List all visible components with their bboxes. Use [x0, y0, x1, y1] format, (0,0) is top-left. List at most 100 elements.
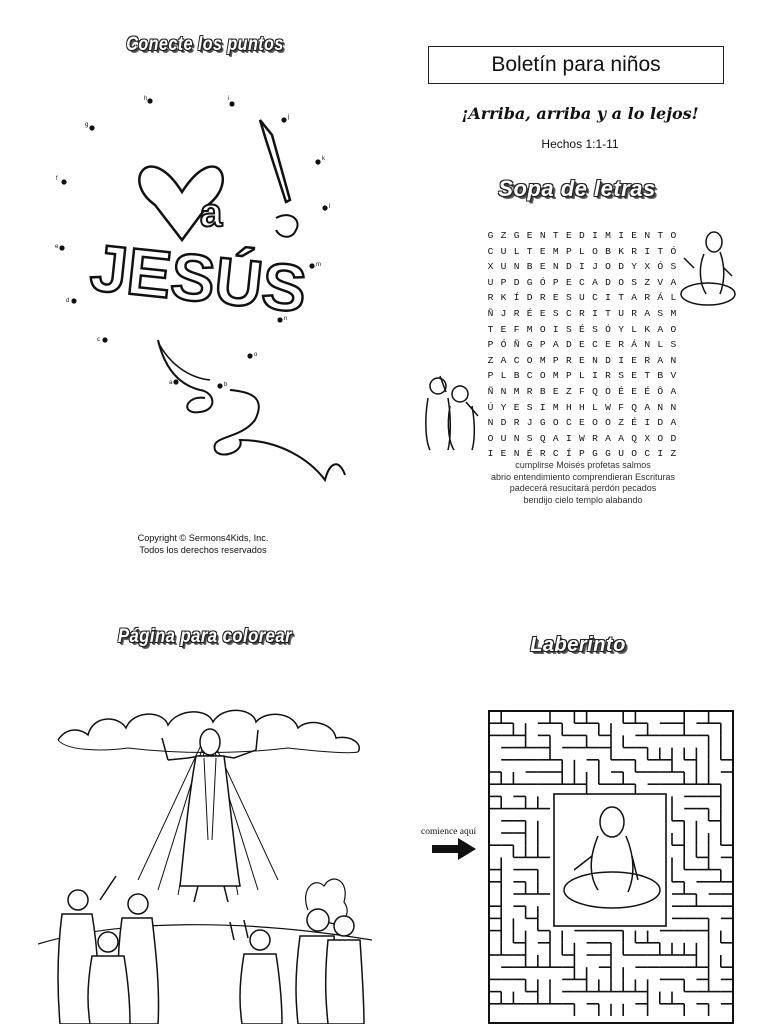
word-search-cell[interactable]: E: [565, 276, 572, 288]
word-search-cell[interactable]: Ú: [487, 401, 494, 413]
word-search-cell[interactable]: D: [565, 339, 572, 351]
word-search-cell[interactable]: A: [644, 401, 651, 413]
word-search-cell[interactable]: Í: [565, 448, 572, 460]
word-search-cell[interactable]: I: [539, 401, 546, 413]
word-search-cell[interactable]: E: [539, 307, 546, 319]
word-search-cell[interactable]: R: [605, 370, 611, 382]
word-search-cell[interactable]: O: [539, 370, 546, 382]
word-search-cell[interactable]: P: [565, 245, 572, 257]
word-search-cell[interactable]: N: [513, 261, 520, 273]
word-search-cell[interactable]: G: [605, 448, 611, 460]
word-search-cell[interactable]: D: [605, 276, 611, 288]
word-search-cell[interactable]: N: [513, 448, 520, 460]
word-search-cell[interactable]: S: [565, 292, 572, 304]
word-search-cell[interactable]: L: [670, 292, 677, 304]
word-search-cell[interactable]: É: [526, 448, 533, 460]
word-search-cell[interactable]: Z: [644, 276, 651, 288]
word-search-cell[interactable]: F: [513, 323, 520, 335]
word-search-cell[interactable]: R: [539, 448, 546, 460]
word-search-cell[interactable]: I: [579, 261, 585, 273]
word-search-cell[interactable]: U: [500, 245, 507, 257]
word-search-cell[interactable]: Ó: [605, 323, 611, 335]
word-search-cell[interactable]: X: [487, 261, 494, 273]
word-search-cell[interactable]: E: [579, 339, 585, 351]
word-search-cell[interactable]: I: [644, 417, 651, 429]
word-search-cell[interactable]: U: [500, 261, 507, 273]
word-search-cell[interactable]: I: [618, 230, 624, 241]
word-search-cell[interactable]: Q: [539, 432, 546, 444]
word-search-cell[interactable]: S: [526, 401, 533, 413]
word-search-cell[interactable]: O: [552, 417, 559, 429]
word-search-cell[interactable]: Q: [592, 385, 598, 397]
word-search-cell[interactable]: P: [565, 370, 572, 382]
word-search-cell[interactable]: P: [539, 339, 546, 351]
word-search-cell[interactable]: R: [579, 307, 585, 319]
word-search-cell[interactable]: A: [670, 385, 677, 397]
word-search-cell[interactable]: A: [644, 307, 651, 319]
word-search-cell[interactable]: U: [500, 432, 507, 444]
word-search-cell[interactable]: S: [670, 339, 677, 351]
word-search-cell[interactable]: S: [631, 276, 638, 288]
word-search-cell[interactable]: Y: [631, 261, 638, 273]
word-search-cell[interactable]: O: [592, 245, 598, 257]
word-search-cell[interactable]: X: [644, 432, 651, 444]
word-search-cell[interactable]: D: [670, 432, 677, 444]
word-search-cell[interactable]: D: [579, 230, 585, 241]
word-search-cell[interactable]: A: [657, 354, 664, 366]
word-search-cell[interactable]: É: [644, 385, 651, 397]
word-search-cell[interactable]: L: [592, 401, 598, 413]
word-search-cell[interactable]: E: [631, 385, 638, 397]
word-search-cell[interactable]: U: [487, 276, 494, 288]
word-search-cell[interactable]: C: [487, 245, 494, 257]
word-search-cell[interactable]: L: [657, 339, 664, 351]
word-search-cell[interactable]: C: [592, 339, 598, 351]
word-search-cell[interactable]: F: [579, 385, 585, 397]
word-search-cell[interactable]: I: [592, 370, 598, 382]
word-search-cell[interactable]: Ó: [539, 276, 546, 288]
word-search-cell[interactable]: G: [539, 417, 546, 429]
word-search-cell[interactable]: T: [552, 230, 559, 241]
word-search-cell[interactable]: N: [670, 354, 677, 366]
word-search-cell[interactable]: J: [500, 307, 507, 319]
word-search-cell[interactable]: N: [539, 230, 546, 241]
word-search-cell[interactable]: R: [592, 432, 598, 444]
word-search-cell[interactable]: Z: [487, 354, 494, 366]
word-search-cell[interactable]: E: [565, 230, 572, 241]
word-search-cell[interactable]: R: [618, 339, 624, 351]
word-search-cell[interactable]: R: [513, 417, 520, 429]
word-search-cell[interactable]: U: [579, 292, 585, 304]
word-search-cell[interactable]: Ó: [670, 245, 677, 257]
word-search-cell[interactable]: Z: [500, 230, 507, 241]
word-search-cell[interactable]: Z: [618, 417, 624, 429]
word-search-cell[interactable]: D: [657, 417, 664, 429]
word-search-cell[interactable]: N: [487, 417, 494, 429]
word-search-cell[interactable]: T: [644, 370, 651, 382]
word-search-cell[interactable]: A: [605, 432, 611, 444]
word-search-cell[interactable]: R: [631, 307, 638, 319]
word-search-cell[interactable]: Q: [631, 432, 638, 444]
word-search-cell[interactable]: O: [605, 417, 611, 429]
word-search-cell[interactable]: Y: [618, 323, 624, 335]
word-search-cell[interactable]: S: [670, 261, 677, 273]
maze-puzzle[interactable]: [488, 710, 734, 1024]
word-search-cell[interactable]: N: [552, 261, 559, 273]
word-search-cell[interactable]: V: [657, 276, 664, 288]
word-search-cell[interactable]: R: [644, 292, 651, 304]
word-search-cell[interactable]: C: [565, 417, 572, 429]
word-search-cell[interactable]: O: [670, 323, 677, 335]
word-search-cell[interactable]: S: [657, 307, 664, 319]
word-search-cell[interactable]: Z: [670, 448, 677, 460]
word-search-cell[interactable]: T: [657, 230, 664, 241]
word-search-cell[interactable]: I: [644, 245, 651, 257]
word-search-cell[interactable]: I: [565, 432, 572, 444]
word-search-cell[interactable]: N: [670, 401, 677, 413]
word-search-cell[interactable]: Á: [657, 292, 664, 304]
word-search-cell[interactable]: K: [644, 323, 651, 335]
word-search-cell[interactable]: O: [657, 432, 664, 444]
word-search-cell[interactable]: E: [605, 339, 611, 351]
word-search-cell[interactable]: L: [500, 370, 507, 382]
word-search-cell[interactable]: R: [526, 385, 533, 397]
word-search-cell[interactable]: N: [644, 230, 651, 241]
word-search-cell[interactable]: C: [513, 354, 520, 366]
word-search-cell[interactable]: M: [526, 323, 533, 335]
